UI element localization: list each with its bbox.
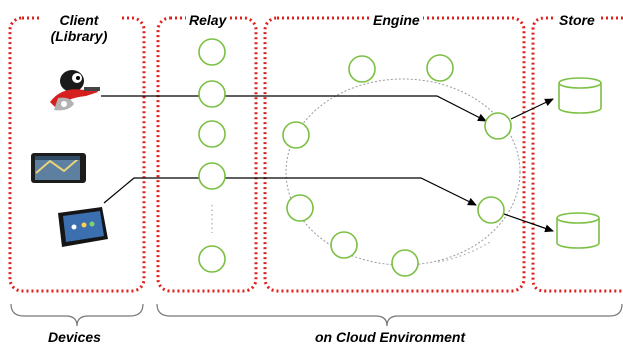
arrow-mascot-to-engine <box>101 95 487 122</box>
arrow-engine-to-store-1 <box>510 98 554 120</box>
engine-node <box>484 112 512 140</box>
relay-title: Relay <box>186 12 230 28</box>
client-title: Client (Library) <box>39 12 119 44</box>
tablet-device-image <box>54 205 110 249</box>
engine-panel <box>263 16 526 293</box>
engine-node <box>391 249 419 277</box>
engine-title: Engine <box>370 12 423 28</box>
mascot-device <box>44 68 102 114</box>
store-database-1 <box>558 77 602 114</box>
arrow-engine-to-store-2 <box>503 213 554 233</box>
client-title-line1: Client <box>59 12 99 28</box>
arrow-tablet-to-engine <box>103 177 477 206</box>
devices-bracket <box>10 303 144 327</box>
devices-label: Devices <box>48 329 101 345</box>
client-title-line2: (Library) <box>50 28 108 44</box>
relay-node <box>198 80 226 108</box>
cloud-environment-label: on Cloud Environment <box>315 329 466 345</box>
engine-node <box>477 196 505 224</box>
relay-node <box>198 245 226 273</box>
engine-node <box>282 121 310 149</box>
engine-node <box>330 231 358 259</box>
engine-ring <box>285 78 521 266</box>
store-database-2 <box>556 212 600 249</box>
engine-node <box>348 55 376 83</box>
relay-node <box>198 162 226 190</box>
engine-node <box>426 54 454 82</box>
relay-node <box>198 120 226 148</box>
gps-device-image <box>30 151 88 185</box>
store-panel <box>531 16 623 293</box>
engine-node <box>286 194 314 222</box>
ring-continuation <box>437 241 491 263</box>
relay-node <box>198 38 226 66</box>
cloud-bracket <box>156 303 623 327</box>
store-title: Store <box>556 12 598 28</box>
